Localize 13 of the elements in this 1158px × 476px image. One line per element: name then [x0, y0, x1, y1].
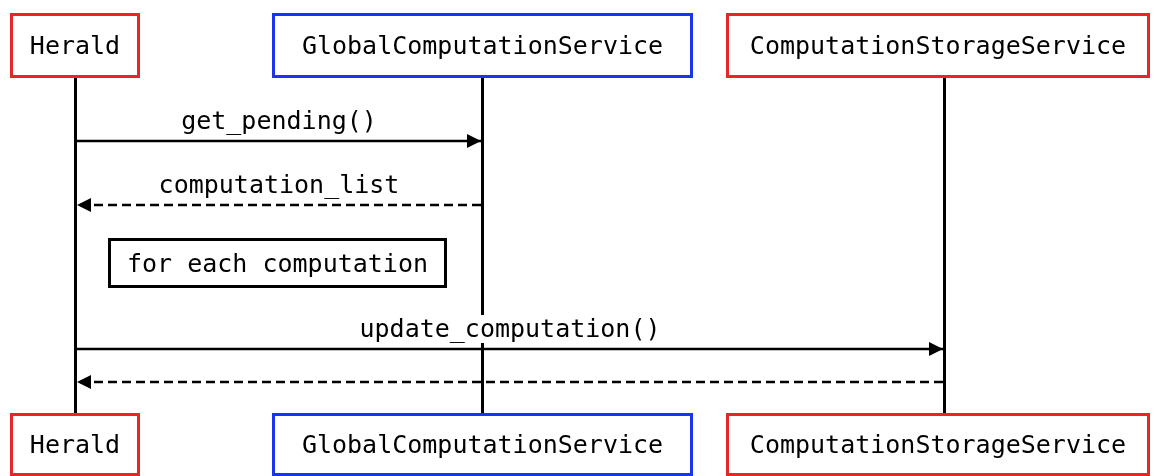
participant-box: ComputationStorageService	[726, 413, 1150, 476]
participant-box: GlobalComputationService	[272, 13, 693, 78]
message-arrow	[77, 342, 943, 356]
lifeline	[74, 78, 77, 413]
participant-box: ComputationStorageService	[726, 13, 1150, 78]
lifeline	[943, 78, 946, 413]
participant-box: GlobalComputationService	[272, 413, 693, 476]
return-arrow	[77, 198, 481, 212]
participant-box: Herald	[10, 413, 140, 476]
participant-box: Herald	[10, 13, 140, 78]
return-arrow	[77, 375, 943, 389]
message-arrow	[77, 134, 481, 148]
note-box: for each computation	[108, 238, 447, 288]
